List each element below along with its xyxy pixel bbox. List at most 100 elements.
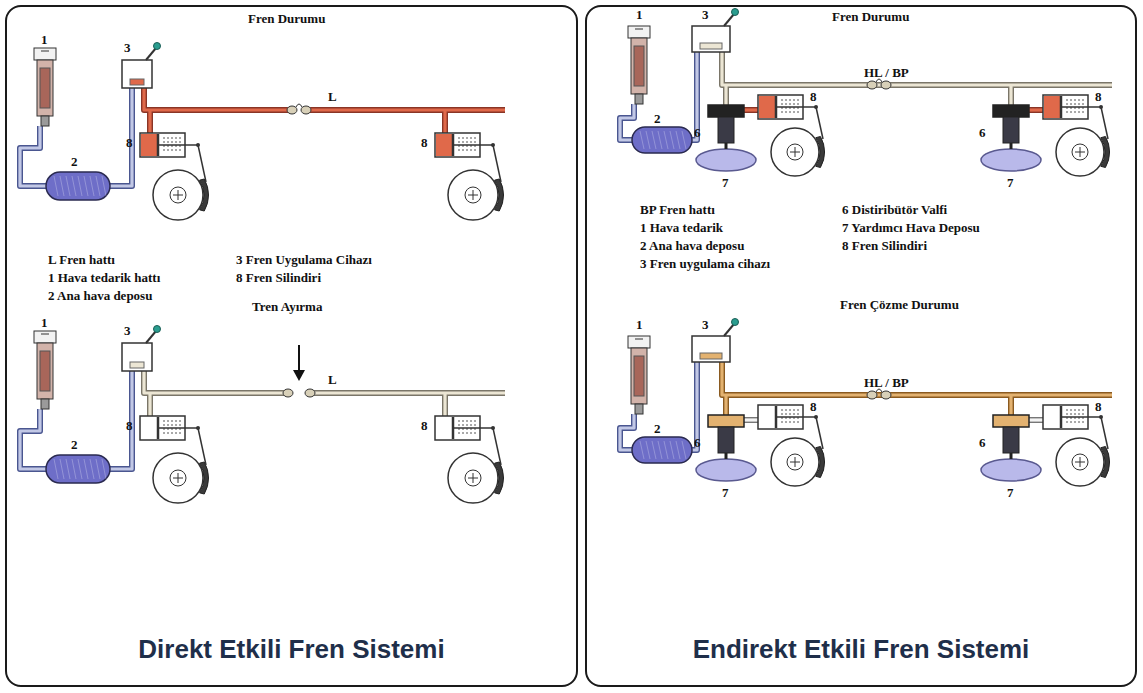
- callout-number: 7: [722, 176, 729, 190]
- air-pipe: [308, 390, 505, 396]
- air-pipe: [620, 104, 634, 140]
- diagram-label: 6 Distiribütör Valfi: [842, 203, 947, 217]
- brake-cylinder: [1099, 415, 1103, 419]
- air-pipe: [1029, 107, 1043, 113]
- wheel: [178, 473, 179, 483]
- wheel: [153, 453, 203, 503]
- distributor-valve: [718, 117, 734, 143]
- hose-coupling: [283, 389, 293, 397]
- wheel: [178, 190, 179, 200]
- air-pipe: [144, 88, 292, 110]
- air-tank: [60, 176, 64, 196]
- callout-number: 2: [71, 155, 78, 169]
- brake-cylinder: [196, 426, 200, 430]
- brake-cylinder: [491, 143, 495, 147]
- air-tank: [46, 455, 110, 483]
- callout-number: 1: [636, 318, 643, 332]
- brake-cylinder: [814, 105, 818, 109]
- wheel: [448, 453, 504, 503]
- brake-cylinder: [141, 417, 157, 439]
- air-pipe: [443, 393, 446, 416]
- air-tank: [66, 176, 70, 196]
- system-panel: Endirekt Etkili Fren Sistemi: [585, 5, 1137, 687]
- air-tank: [640, 441, 644, 459]
- air-pipe: [744, 418, 758, 421]
- air-pipe: [1009, 395, 1012, 415]
- air-pipe: [147, 110, 153, 133]
- wheel: [448, 170, 504, 220]
- brake-cylinder: [814, 415, 818, 419]
- air-supply-valve: [631, 348, 647, 404]
- diagram-label: 8 Fren Silindiri: [842, 239, 927, 253]
- air-tank: [682, 131, 686, 149]
- brake-cylinder: [158, 144, 198, 146]
- air-pipe: [20, 126, 46, 186]
- brake-application-device: [692, 9, 739, 53]
- brake-application-device: [154, 326, 161, 333]
- distributor-valve: [708, 105, 744, 117]
- air-tank: [90, 176, 94, 196]
- diagram-label: 1 Hava tedarik hattı: [48, 271, 160, 285]
- air-pipe: [110, 88, 132, 186]
- diagram-label: Fren Durumu: [832, 10, 909, 24]
- brake-cylinder: [1061, 106, 1101, 108]
- air-pipe: [144, 88, 292, 110]
- air-tank: [664, 131, 668, 149]
- air-tank: [632, 437, 692, 463]
- callout-number: 8: [421, 419, 428, 433]
- wheel: [1080, 147, 1081, 157]
- panel-caption: Direkt Etkili Fren Sistemi: [7, 634, 576, 665]
- air-tank: [676, 441, 680, 459]
- wheel: [200, 179, 209, 211]
- hose-coupling: [881, 391, 891, 399]
- distributor-valve: [708, 415, 744, 427]
- air-tank: [676, 131, 680, 149]
- brake-application-device: [122, 60, 152, 88]
- diagram-label: 1 Hava tedarik: [640, 221, 723, 235]
- brake-application-device: [724, 324, 734, 336]
- callout-number: 7: [722, 486, 729, 500]
- callout-number: 6: [694, 126, 701, 140]
- air-pipe: [20, 409, 46, 469]
- brake-cylinder: [140, 416, 206, 465]
- air-supply-valve: [634, 356, 644, 396]
- diagram-label: 3 Fren uygulama cihazı: [640, 257, 770, 271]
- air-pipe: [308, 391, 505, 394]
- wheel: [771, 128, 825, 176]
- air-supply-valve: [34, 331, 56, 409]
- brake-cylinder: [196, 143, 200, 147]
- wheel: [1056, 128, 1104, 176]
- wheel: [170, 470, 186, 486]
- air-tank: [72, 176, 76, 196]
- auxiliary-tank: [696, 459, 756, 481]
- diagram-label: 7 Yardımcı Hava Deposu: [842, 221, 980, 235]
- panel-caption: Endirekt Etkili Fren Sistemi: [587, 634, 1135, 665]
- callout-number: L: [328, 90, 337, 104]
- wheel: [465, 470, 481, 486]
- diagram-label: L Fren hattı: [48, 253, 115, 267]
- air-pipe: [620, 104, 634, 140]
- wheel: [153, 170, 203, 220]
- air-pipe: [744, 108, 758, 111]
- brake-application-device: [700, 43, 722, 49]
- wheel: [816, 447, 825, 478]
- air-pipe: [620, 414, 634, 450]
- air-supply-valve: [34, 48, 56, 126]
- distributor-valve: [993, 105, 1029, 117]
- air-pipe: [744, 417, 758, 423]
- separation-arrow: [293, 370, 305, 381]
- wheel: [448, 453, 498, 503]
- brake-cylinder: [1061, 416, 1101, 418]
- air-supply-valve: [34, 331, 56, 343]
- brake-cylinder: [1044, 406, 1060, 428]
- air-tank: [658, 441, 662, 459]
- air-tank: [78, 459, 82, 479]
- brake-cylinder: [759, 406, 775, 428]
- auxiliary-tank: [981, 149, 1041, 171]
- air-tank: [60, 459, 64, 479]
- air-pipe: [724, 85, 727, 105]
- brake-application-device: [692, 319, 739, 363]
- hose-coupling: [296, 104, 302, 107]
- air-pipe: [442, 393, 448, 416]
- distributor-valve: [993, 105, 1029, 149]
